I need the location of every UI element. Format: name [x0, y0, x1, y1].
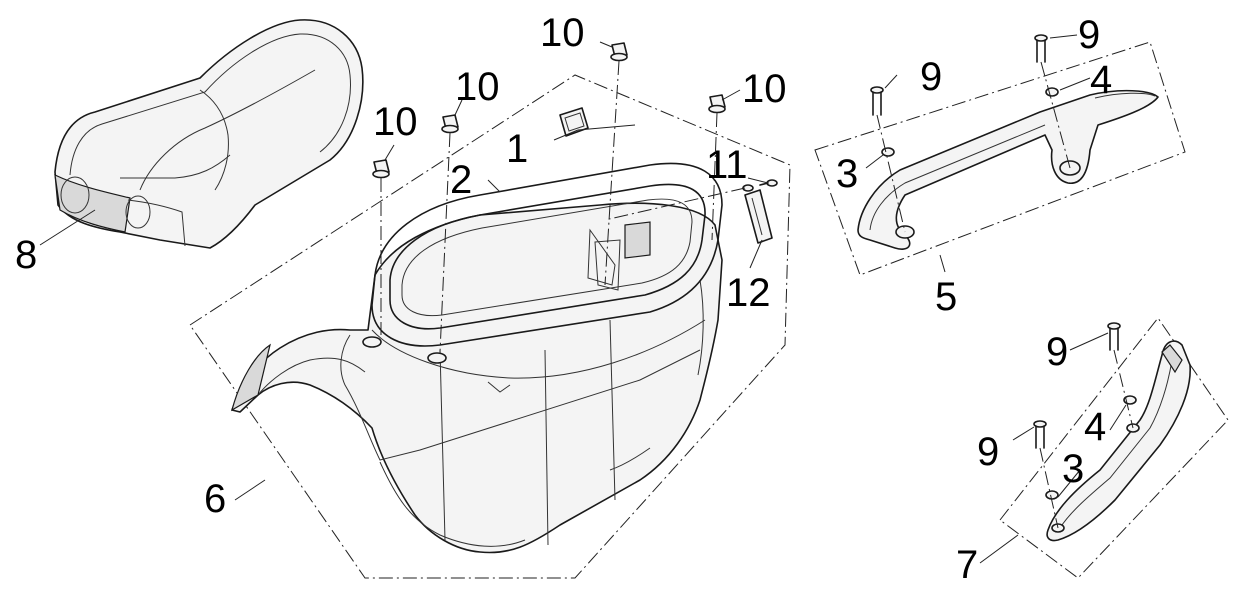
- bolt-9-b: [1034, 34, 1048, 63]
- callout-12: 12: [726, 271, 771, 315]
- callout-8: 8: [15, 233, 37, 277]
- callout-11: 11: [706, 143, 748, 187]
- callout-4: 4: [1090, 58, 1112, 102]
- callout-9: 9: [1046, 330, 1068, 374]
- bolt-10-a: [372, 159, 390, 179]
- washer-3-a: [881, 147, 895, 157]
- group-boundary-6: [189, 74, 791, 579]
- callout-5: 5: [935, 275, 957, 319]
- bolt-10-c: [610, 42, 628, 62]
- callout-3: 3: [836, 152, 858, 196]
- washer-3-b: [1045, 490, 1059, 500]
- bolt-10-b: [441, 114, 459, 134]
- callout-6: 6: [204, 477, 226, 521]
- bolt-9-a: [870, 86, 884, 116]
- callout-9: 9: [977, 430, 999, 474]
- washer-4-a: [1045, 87, 1059, 97]
- grab-handle-5: [857, 89, 1159, 250]
- seat-part: [54, 19, 364, 249]
- bolt-9-c: [1107, 322, 1121, 351]
- liner-ring-part: [371, 162, 723, 347]
- callout-3: 3: [1062, 447, 1084, 491]
- storage-box-part: [231, 202, 723, 554]
- callout-7: 7: [956, 543, 978, 587]
- group-boundary-7: [999, 317, 1229, 579]
- bolt-10-d: [708, 94, 726, 114]
- side-grip-7: [1046, 340, 1191, 542]
- callout-10: 10: [455, 65, 500, 109]
- callout-1: 1: [506, 127, 528, 171]
- callout-9: 9: [1078, 13, 1100, 57]
- callout-2: 2: [450, 158, 472, 202]
- clip-part: [744, 189, 773, 244]
- callout-9: 9: [920, 55, 942, 99]
- group-boundary-5: [814, 41, 1186, 276]
- bolt-9-d: [1033, 420, 1047, 449]
- callout-10: 10: [742, 67, 787, 111]
- callout-10: 10: [540, 11, 585, 55]
- callout-10: 10: [373, 100, 418, 144]
- grommet-part: [559, 107, 589, 137]
- callout-4: 4: [1084, 405, 1106, 449]
